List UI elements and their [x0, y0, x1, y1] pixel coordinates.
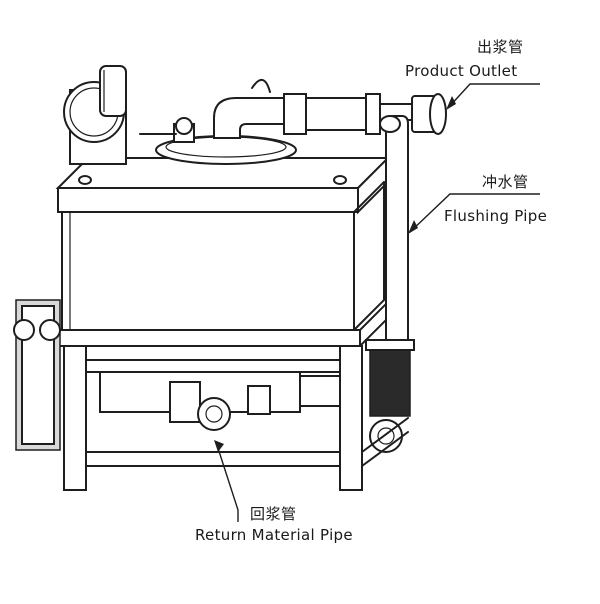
return-material-pipe [99, 371, 341, 431]
outlet-pipe-run [213, 79, 447, 139]
flushing-pipe-cn-label: 冲水管 [482, 173, 529, 191]
leader-lines [214, 83, 540, 522]
pump-motor [365, 339, 415, 453]
tank [55, 155, 391, 349]
flushing-pipe-en-label: Flushing Pipe [444, 207, 548, 225]
motor-housing [63, 65, 347, 185]
tank-lid [139, 117, 297, 165]
return-material-pipe-en-label: Return Material Pipe [195, 526, 353, 544]
product-outlet-en-label: Product Outlet [405, 62, 518, 80]
flushing-pipe [379, 115, 409, 345]
side-tank [13, 299, 61, 451]
product-outlet-cn-label: 出浆管 [477, 38, 524, 56]
return-material-pipe-cn-label: 回浆管 [250, 505, 297, 523]
support-frame [63, 345, 409, 491]
